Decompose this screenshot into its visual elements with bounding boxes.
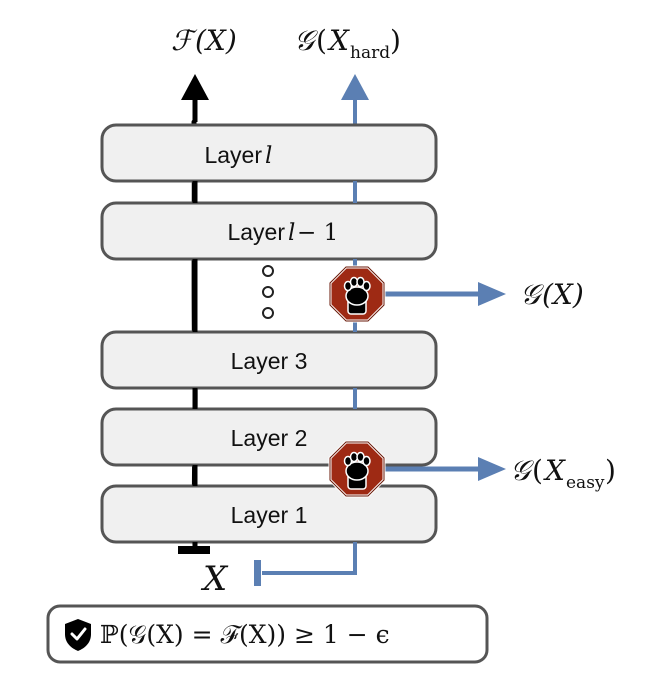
layer-l-minus-1: Layer l − 1 [100,201,438,261]
f-symbol: ℱ [171,24,198,57]
guarantee-box: ℙ(𝒢(X) = ℱ(X)) ≥ 1 − ϵ [46,604,489,664]
layer-1: Layer 1 [100,484,438,544]
paw-hand-icon [343,451,371,490]
g-easy-var: X [543,454,566,487]
exit-gate-mid [328,265,386,323]
ellipsis-dots [262,265,274,319]
exit-gate-easy [328,440,386,498]
g-easy-sub: easy [566,473,605,493]
shield-check-icon [65,619,91,651]
output-label-g-easy: 𝒢 ( X easy ) [510,454,616,493]
layer-3-label: Layer 3 [231,348,308,374]
hard-exit-arrowhead [341,74,369,100]
layer-l-var: l [265,143,272,169]
input-x-label: X [200,559,229,599]
guarantee-formula: ℙ(𝒢(X) = ℱ(X)) ≥ 1 − ϵ [100,620,390,649]
full-model-arrowhead [181,74,209,100]
g-mid-arg: (X) [542,278,584,311]
f-arg: (X) [195,24,237,57]
layer-l-minus-1-suffix: − 1 [297,220,338,246]
g-easy-symbol: 𝒢 [510,454,534,487]
layer-l: Layer l [100,123,438,183]
layer-l-minus-1-var: l [288,220,295,246]
layer-3: Layer 3 [100,330,438,390]
output-label-f: ℱ (X) [171,24,237,57]
easy-exit-arrowhead [478,457,506,481]
g-mid-symbol: 𝒢 [520,278,544,311]
output-label-g-hard: 𝒢 ( X hard ) [294,24,401,63]
g-hard-sub: hard [350,43,390,63]
g-symbol: 𝒢 [294,24,318,57]
layer-stack: Layer l Layer l − 1 Layer 3 Layer 2 Laye… [100,123,438,544]
mid-exit-arrowhead [478,282,506,306]
layer-2: Layer 2 [100,407,438,467]
layer-l-label: Layer [204,142,262,168]
g-hard-var: X [327,24,350,57]
paw-hand-icon [343,276,371,315]
g-hard-close: ) [390,24,401,57]
output-label-g-mid: 𝒢 (X) [520,278,584,311]
g-easy-close: ) [605,454,616,487]
g-hard-open: ( [316,24,327,57]
layer-2-label: Layer 2 [231,425,308,451]
g-easy-open: ( [532,454,543,487]
layer-1-label: Layer 1 [231,502,308,528]
layer-l-minus-1-label: Layer [227,219,285,245]
